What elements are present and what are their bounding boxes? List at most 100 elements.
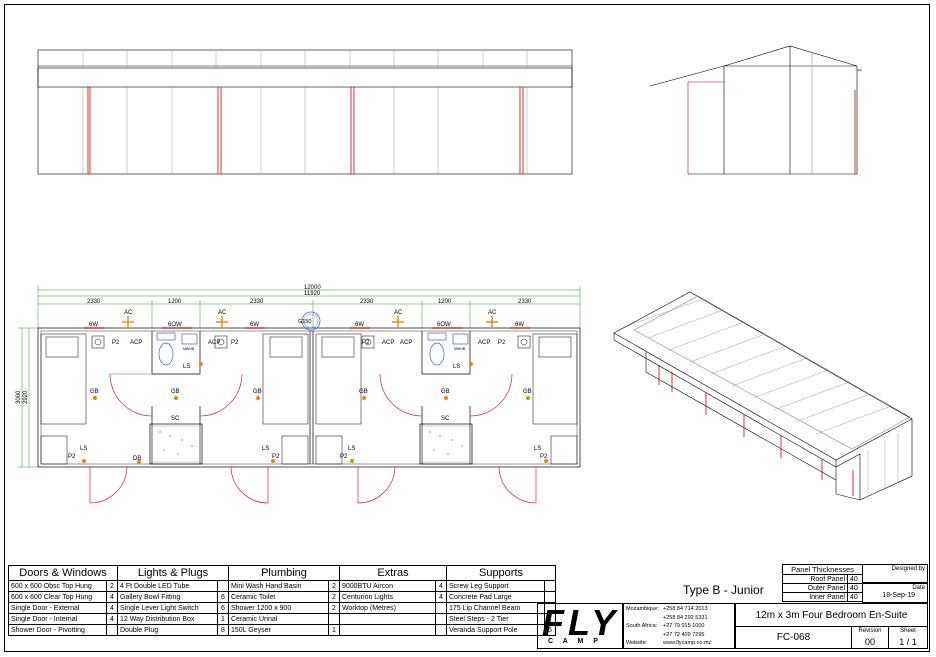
contact-line: +27 72 409 7295 [626, 631, 711, 640]
drawing-code: FC-068 [776, 632, 811, 643]
header-lights-plugs: Lights & Plugs [117, 565, 229, 581]
schedule-qty: 8 [217, 624, 229, 636]
revision-label: Revision [858, 628, 882, 634]
schedule-qty [544, 591, 556, 603]
light-label-5: GB [441, 389, 450, 395]
floor-plan [18, 286, 581, 504]
switch-label-6: LS [534, 446, 541, 452]
plug-label-3: P2 [362, 340, 370, 346]
ac-label-1: AC [124, 310, 133, 316]
logo-box: FLY C A M P [537, 602, 623, 649]
plug-label-4: P2 [498, 340, 506, 346]
schedule-item [339, 624, 436, 636]
contact-country: Mozambique: [626, 606, 660, 612]
schedule-item: 150L Geyser [228, 624, 329, 636]
window-label-4: 6W [355, 322, 364, 328]
acp-label-4: ACP [400, 340, 412, 346]
panel-value: 40 [847, 574, 863, 584]
schedule-qty: 1 [328, 624, 340, 636]
side-elevation [649, 45, 862, 175]
light-label-1: GB [90, 389, 99, 395]
date-box: Date 18-Sep-19 [862, 583, 928, 603]
dimension-lines [18, 286, 581, 468]
light-label-2: GB [171, 389, 180, 395]
panel-name: Outer Panel [782, 583, 848, 593]
basin-label-2: MWHB [454, 347, 466, 351]
schedule-qty: 4 [106, 613, 118, 625]
panel-value: 40 [847, 583, 863, 593]
distribution-board-label: DB [133, 456, 141, 462]
description-box: 12m x 3m Four Bedroom En-Suite [735, 603, 928, 627]
switch-label-1: LS [183, 364, 190, 370]
designed-by-label: Designed by [891, 566, 925, 572]
acp-label-5: ACP [478, 340, 490, 346]
geyser-label: G150 [298, 319, 311, 325]
schedule-qty: 1 [217, 613, 229, 625]
switch-label-4: LS [262, 446, 269, 452]
light-label-4: GB [359, 389, 368, 395]
dim-4: 2330 [360, 299, 374, 305]
type-label: Type B - Junior [683, 583, 764, 597]
panel-name: Roof Panel [782, 574, 848, 584]
header-plumbing: Plumbing [228, 565, 340, 581]
schedule-qty: 4 [106, 591, 118, 603]
schedule-item: Ceramic Toilet [228, 591, 329, 603]
schedule-item: Shower 1200 x 900 [228, 602, 329, 614]
schedule-qty [106, 624, 118, 636]
schedule-qty: 2 [328, 602, 340, 614]
plug-label-1: P2 [112, 340, 120, 346]
light-label-3: GB [253, 389, 262, 395]
dim-1: 2330 [87, 299, 101, 305]
schedule-qty: 4 [435, 591, 447, 603]
schedule-qty [435, 624, 447, 636]
schedule-item: 9000BTU Aircon [339, 580, 436, 592]
contact-line: Mozambique:+258 84 714 2013 [626, 605, 711, 614]
schedule-qty: 4 [435, 580, 447, 592]
contact-line: Website:www.flycamp.co.mz [626, 639, 711, 648]
schedule-item: 600 x 600 Clear Top Hung [8, 591, 107, 603]
schedule-item: Single Door - Internal [8, 613, 107, 625]
schedule-item: Veranda Support Pole [446, 624, 545, 636]
schedule-item: Single Lever Light Switch [117, 602, 218, 614]
schedule-header-row: Doors & Windows Lights & Plugs Plumbing … [8, 565, 556, 581]
schedule-item: 4 Ft Double LED Tube [117, 580, 218, 592]
schedule-qty [217, 580, 229, 592]
acp-label-3: ACP [382, 340, 394, 346]
plug-label-5: P2 [68, 454, 76, 460]
dim-3: 2330 [250, 299, 264, 305]
window-label-2: 6OW [168, 322, 182, 328]
drawing-frame [4, 4, 930, 652]
schedule-item: Centurion Lights [339, 591, 436, 603]
plug-label-7: P2 [340, 454, 348, 460]
schedule-item: 12 Way Distribution Box [117, 613, 218, 625]
schedule-item: 175 Lip Channel Beam [446, 602, 545, 614]
switch-label-3: LS [80, 446, 87, 452]
schedule-item: Worktop (Metres) [339, 602, 436, 614]
schedule-item: 600 x 600 Obsc Top Hung [8, 580, 107, 592]
revision-value: 00 [864, 637, 875, 647]
schedule-item: Steel Steps - 2 Tier [446, 613, 545, 625]
acp-label-2: ACP [208, 340, 220, 346]
schedule-item: Single Door - External [8, 602, 107, 614]
schedule-item: Concrete Pad Large [446, 591, 545, 603]
logo-subtitle: C A M P [548, 638, 602, 645]
panel-name: Inner Panel [782, 592, 848, 602]
isometric-view [613, 291, 913, 501]
schedule-item: Double Plug [117, 624, 218, 636]
window-label-3: 6W [250, 322, 259, 328]
contacts-box: Mozambique:+258 84 714 2013+258 84 292 5… [623, 603, 735, 649]
plug-label-2: P2 [231, 340, 239, 346]
contact-line: South Africa:+27 79 015 1000 [626, 622, 711, 631]
dim-side-inner: 2920 [23, 390, 29, 404]
switch-label-5: LS [348, 446, 355, 452]
dim-overall-inner: 11920 [304, 291, 321, 297]
dim-side-outer: 3000 [16, 390, 22, 404]
basin-label-1: MWHB [183, 347, 195, 351]
panel-thickness-title: Panel Thicknesses [782, 564, 863, 575]
window-label-5: 6OW [437, 322, 451, 328]
ac-label-3: AC [394, 310, 403, 316]
designed-by-box: Designed by [862, 564, 928, 583]
